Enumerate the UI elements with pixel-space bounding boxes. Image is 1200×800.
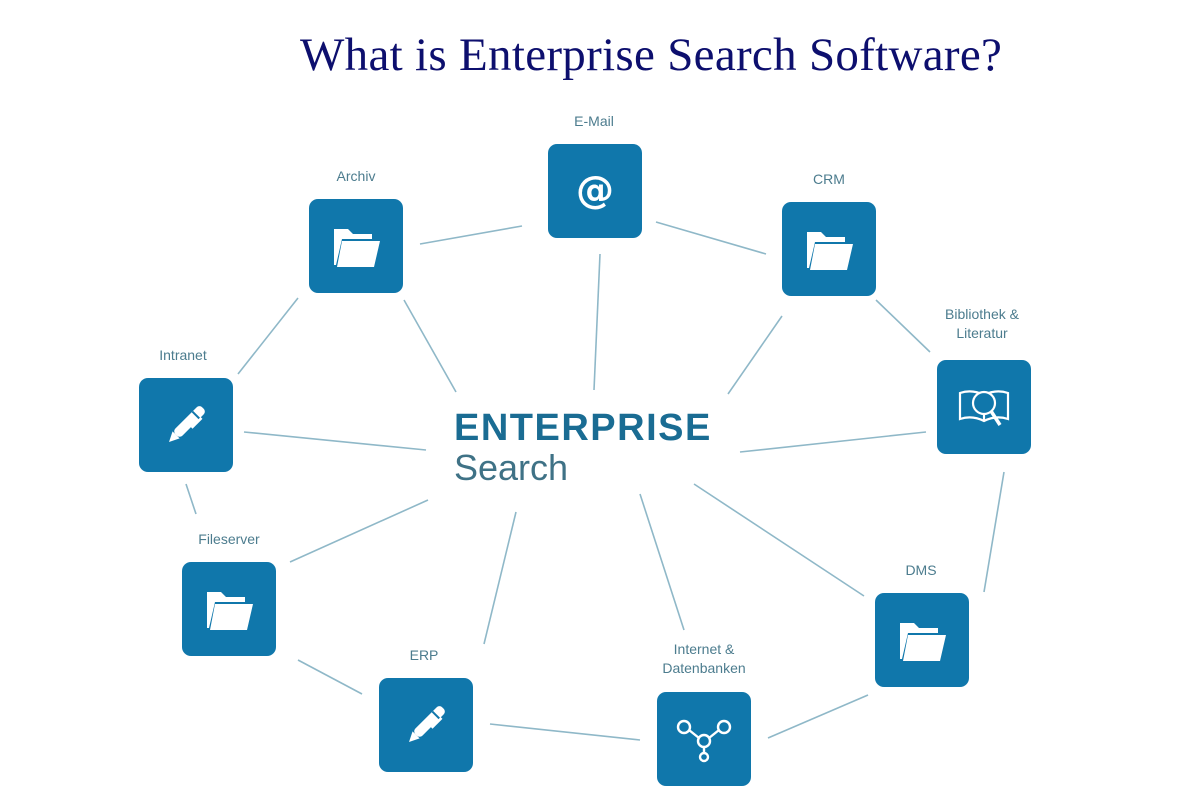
at-icon: @ <box>569 165 621 217</box>
node-label-dms: DMS <box>905 562 937 578</box>
node-bibliothek[interactable] <box>937 360 1031 454</box>
node-label-archiv: Archiv <box>336 168 376 184</box>
node-erp[interactable] <box>379 678 473 772</box>
node-intranet[interactable] <box>139 378 233 472</box>
node-fileserver[interactable] <box>182 562 276 656</box>
center-line-search: Search <box>454 447 569 488</box>
node-email[interactable]: @ <box>548 144 642 238</box>
network-icon <box>672 711 736 767</box>
folder-icon <box>801 224 857 274</box>
folder-icon <box>201 584 257 634</box>
node-label-crm: CRM <box>813 171 845 187</box>
node-label-fileserver: Fileserver <box>198 531 260 547</box>
node-label-internet: Internet & Datenbanken <box>662 641 746 676</box>
node-label-erp: ERP <box>409 647 439 663</box>
node-internet[interactable] <box>657 692 751 786</box>
book-search-icon <box>954 379 1014 435</box>
node-crm[interactable] <box>782 202 876 296</box>
folder-icon <box>328 221 384 271</box>
node-label-bibliothek: Bibliothek & Literatur <box>945 306 1019 341</box>
pen-icon <box>398 697 454 753</box>
node-label-email: E-Mail <box>574 113 614 129</box>
center-title: ENTERPRISE Search <box>454 408 712 488</box>
node-label-intranet: Intranet <box>159 347 207 363</box>
page-title: What is Enterprise Search Software? <box>300 29 1003 81</box>
node-dms[interactable] <box>875 593 969 687</box>
center-line-enterprise: ENTERPRISE <box>454 407 712 449</box>
svg-text:@: @ <box>576 168 614 212</box>
node-archiv[interactable] <box>309 199 403 293</box>
folder-icon <box>894 615 950 665</box>
pen-icon <box>158 397 214 453</box>
